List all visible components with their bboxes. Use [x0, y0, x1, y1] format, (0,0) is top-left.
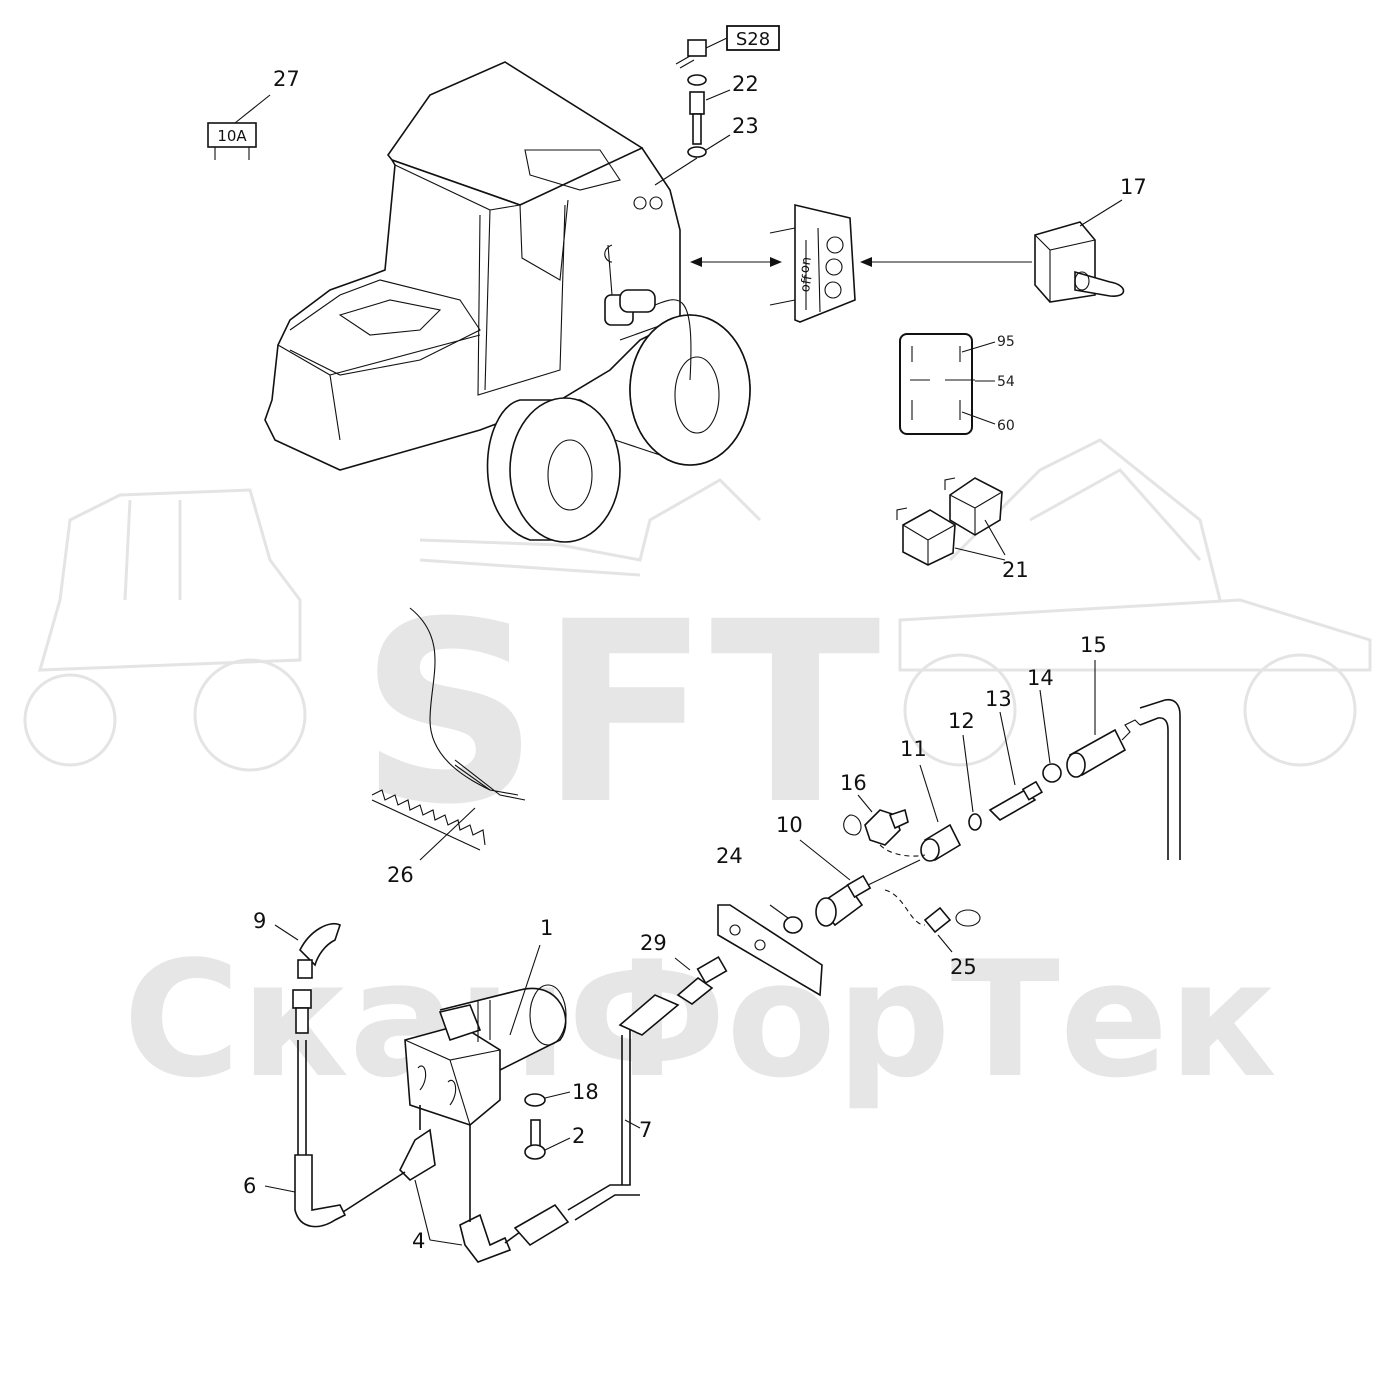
wire-harness [371, 607, 526, 851]
callout-labels: 1 2 4 6 7 9 10 11 12 13 14 15 16 17 18 2… [243, 67, 1147, 1253]
callout-2: 2 [572, 1124, 585, 1148]
switch-plate: on off [769, 203, 856, 323]
callout-23: 23 [732, 114, 759, 138]
callout-10: 10 [776, 813, 803, 837]
callout-7: 7 [639, 1118, 652, 1142]
callout-17: 17 [1120, 175, 1147, 199]
fitting-11 [919, 764, 962, 862]
callout-15: 15 [1080, 633, 1107, 657]
fitting-29 [674, 955, 728, 1005]
watermark-excavator-right-icon [898, 438, 1372, 767]
tractor-illustration [264, 61, 751, 543]
hose-6 [264, 989, 347, 1228]
watermark-tractor-left-icon [23, 488, 307, 772]
washer-pump [404, 984, 567, 1126]
switch-off-label: off [798, 273, 816, 293]
washer-gasket [687, 134, 731, 158]
callout-21: 21 [1002, 558, 1029, 582]
callout-16: 16 [840, 771, 867, 795]
callout-13: 13 [985, 687, 1012, 711]
clamp-14 [1039, 689, 1062, 783]
double-arrow-icon [690, 257, 782, 267]
callout-9: 9 [253, 909, 266, 933]
relay-pair [896, 477, 1003, 566]
front-wheel [486, 397, 621, 543]
hose-7 [513, 994, 680, 1247]
relay-terminal-54: 54 [997, 374, 1015, 390]
reference-box-s28: S28 [726, 25, 780, 51]
watermark-logo: SFT [359, 568, 880, 859]
callout-26: 26 [387, 863, 414, 887]
plug-16 [843, 794, 926, 857]
callout-24: 24 [716, 844, 743, 868]
relay-terminal-95: 95 [997, 334, 1015, 350]
fuse-10a: 10A [207, 122, 257, 160]
valve-10 [799, 839, 921, 927]
relay-schematic: 95 54 60 [899, 333, 1015, 435]
connector-13 [988, 711, 1044, 821]
callout-27: 27 [273, 67, 300, 91]
connector-s28 [675, 37, 728, 69]
fuse-label: 10A [217, 127, 247, 145]
arrow-left-icon [860, 257, 1032, 267]
callout-29: 29 [640, 931, 667, 955]
callout-18: 18 [572, 1080, 599, 1104]
toggle-switch [1034, 221, 1125, 303]
tank-pipe [1139, 698, 1181, 860]
washer-nozzle [687, 74, 731, 145]
callout-14: 14 [1027, 666, 1054, 690]
ref-box-label: S28 [736, 29, 770, 50]
callout-22: 22 [732, 72, 759, 96]
callout-1: 1 [540, 916, 553, 940]
mounting-plate [717, 904, 823, 997]
o-ring-12 [962, 734, 982, 831]
screw-2 [524, 1119, 571, 1160]
callout-12: 12 [948, 709, 975, 733]
rear-wheel [614, 314, 751, 466]
callout-25: 25 [950, 955, 977, 979]
plug-25 [884, 889, 981, 953]
callout-11: 11 [900, 737, 927, 761]
callout-4: 4 [412, 1229, 425, 1253]
callout-6: 6 [243, 1174, 256, 1198]
washer-24 [769, 904, 803, 934]
relay-terminal-60: 60 [997, 418, 1015, 434]
nozzle-elbow-9 [274, 923, 341, 979]
switch-on-label: on [797, 256, 815, 275]
elbow-connector-4 [342, 1105, 521, 1263]
watermark-excavator-center-icon [419, 478, 762, 577]
washer-18 [524, 1091, 571, 1107]
sleeve-15 [1066, 660, 1141, 778]
